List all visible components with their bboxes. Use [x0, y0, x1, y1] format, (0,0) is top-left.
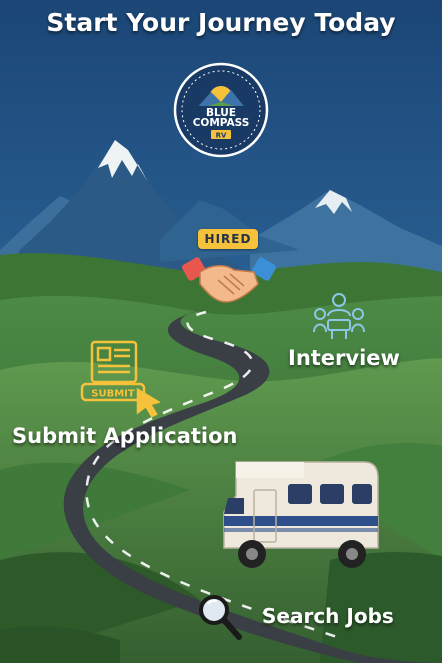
- magnifying-glass-icon: [199, 595, 242, 640]
- logo-line-1: BLUE: [206, 107, 236, 119]
- submit-label: SUBMIT: [91, 389, 135, 400]
- handshake-icon: [182, 257, 276, 303]
- logo-line-2: COMPASS: [193, 117, 250, 129]
- hired-badge: HIRED: [198, 229, 258, 249]
- logo-line-3: RV: [216, 132, 227, 140]
- rv-icon: [223, 461, 379, 568]
- step-interview-label: Interview: [288, 346, 400, 370]
- winding-road: [63, 309, 442, 663]
- application-form-icon: SUBMIT: [80, 340, 160, 418]
- page-title: Start Your Journey Today: [46, 8, 396, 37]
- meeting-icon: [313, 293, 365, 339]
- compass-logo-icon: BLUE COMPASS RV: [173, 62, 269, 158]
- step-submit-application-label: Submit Application: [12, 424, 238, 448]
- step-search-jobs-label: Search Jobs: [262, 604, 394, 628]
